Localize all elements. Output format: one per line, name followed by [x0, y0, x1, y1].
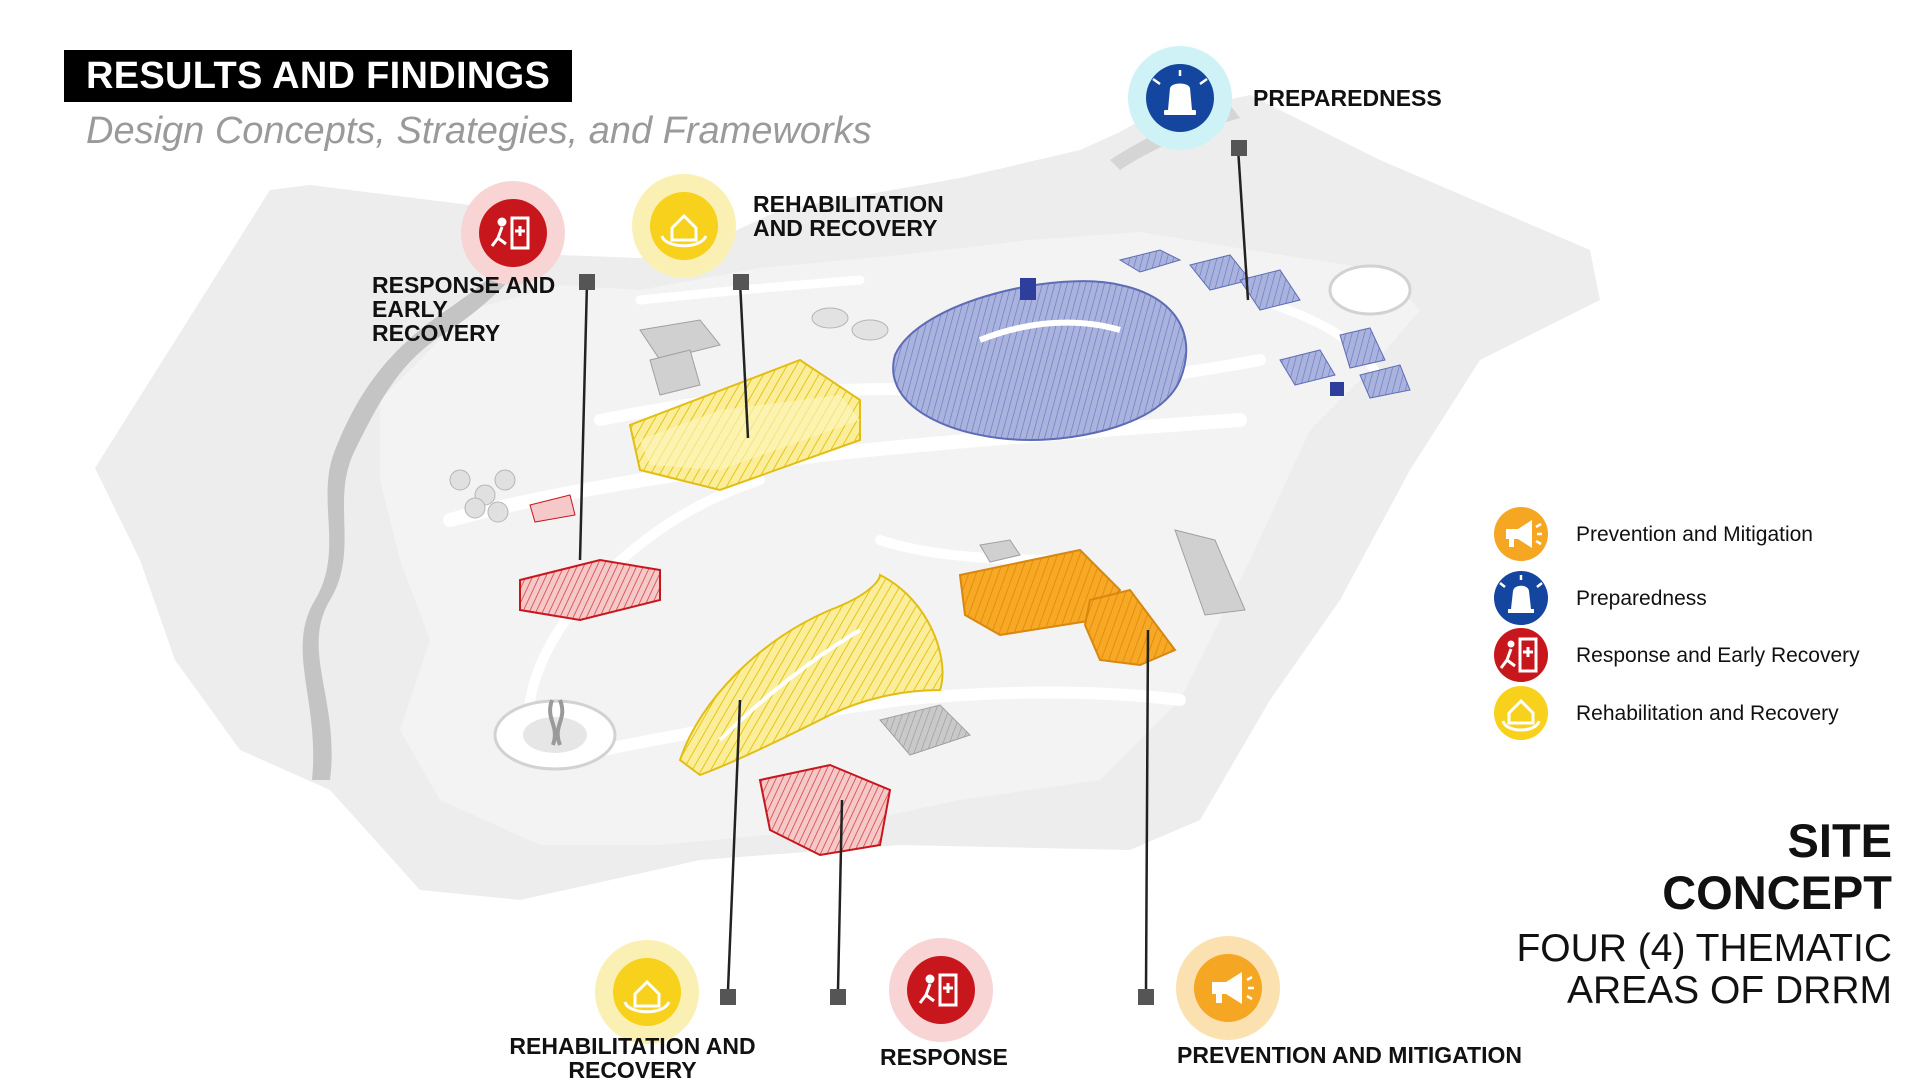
legend-item-response: Response and Early Recovery: [1494, 628, 1914, 684]
rehabilitation-bubble-north: [632, 174, 736, 278]
callout-rehabilitation-north: REHABILITATION AND RECOVERY: [753, 191, 944, 241]
river: [302, 262, 520, 780]
leader-markers: [579, 140, 1247, 1005]
house-hands-icon: [660, 213, 708, 248]
legend-item-prevention: Prevention and Mitigation: [1494, 507, 1914, 563]
siren-icon: [1494, 571, 1548, 625]
thematic-areas-heading: FOUR (4) THEMATIC AREAS OF DRRM: [1516, 927, 1892, 1012]
site-concept-heading: SITE CONCEPT: [1662, 814, 1892, 919]
rehabilitation-zone-north: [628, 358, 861, 492]
house-hands-icon: [1494, 686, 1548, 740]
siren-icon: [1152, 70, 1208, 115]
house-hands-icon: [623, 979, 671, 1014]
emergency-exit-icon: [1494, 628, 1548, 682]
response-zone-south: [758, 763, 892, 857]
rehabilitation-zone-south: [678, 573, 944, 777]
rehabilitation-bubble-south: [595, 940, 699, 1044]
callout-preparedness: PREPAREDNESS: [1253, 85, 1442, 111]
callout-prevention-south: PREVENTION AND MITIGATION: [1177, 1042, 1522, 1068]
callout-response-south: RESPONSE: [880, 1044, 1008, 1070]
legend-label-rehabilitation: Rehabilitation and Recovery: [1576, 702, 1839, 725]
response-zone-north: [519, 494, 661, 622]
gray-buildings: [639, 319, 1246, 756]
emergency-exit-icon: [490, 216, 530, 250]
water-tanks: [811, 307, 889, 341]
callout-rehabilitation-south: REHABILITATION AND RECOVERY: [509, 1033, 756, 1080]
preparedness-zone: [892, 249, 1411, 442]
page-subtitle: Design Concepts, Strategies, and Framewo…: [86, 110, 872, 152]
page-title: RESULTS AND FINDINGS: [64, 50, 573, 102]
response-bubble-north: [461, 181, 565, 285]
legend-item-preparedness: Preparedness: [1494, 571, 1914, 627]
roundabout: [493, 699, 617, 771]
pavilions: [449, 469, 516, 523]
megaphone-icon: [1212, 972, 1254, 1004]
roundabout-northeast: [1328, 264, 1412, 316]
legend-item-rehabilitation: Rehabilitation and Recovery: [1494, 686, 1914, 742]
prevention-zone: [958, 548, 1177, 667]
legend-label-prevention: Prevention and Mitigation: [1576, 523, 1813, 546]
emergency-exit-icon: [918, 973, 958, 1007]
response-bubble-south: [889, 938, 993, 1042]
legend-label-preparedness: Preparedness: [1576, 587, 1707, 610]
legend-label-response: Response and Early Recovery: [1576, 644, 1860, 667]
callout-response-north: RESPONSE AND EARLY RECOVERY: [372, 272, 556, 346]
preparedness-bubble: [1128, 46, 1232, 150]
leader-lines: [578, 147, 1250, 991]
megaphone-icon: [1494, 507, 1548, 561]
prevention-bubble-south: [1176, 936, 1280, 1040]
